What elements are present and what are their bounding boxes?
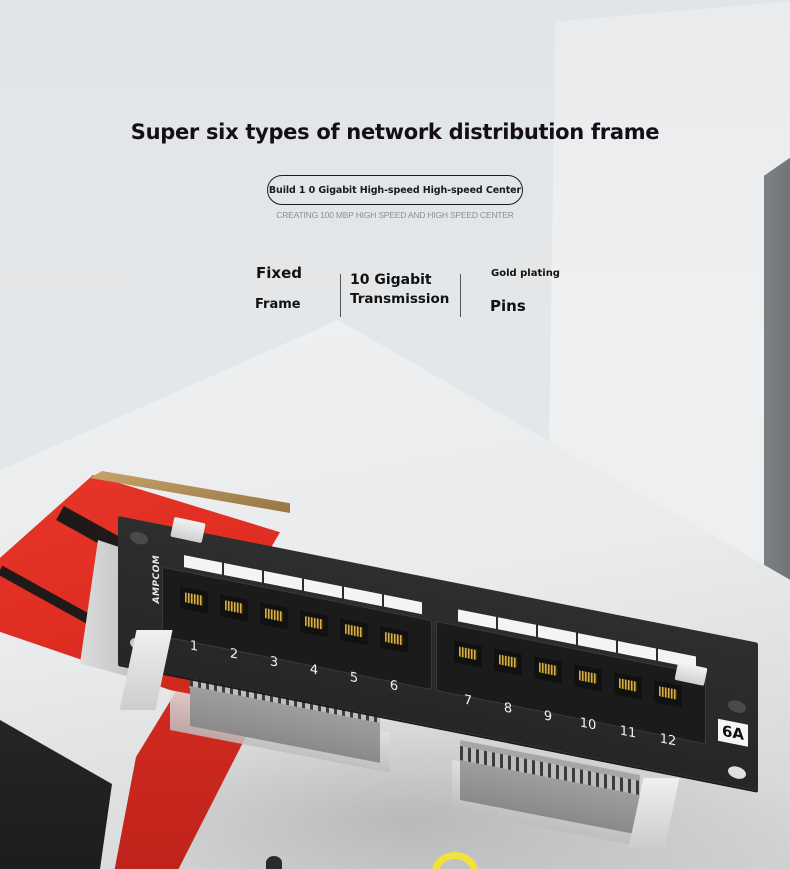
- feature-gold-pins-line1: Gold plating: [491, 268, 560, 279]
- feature-transmission-line2: Transmission: [350, 291, 450, 307]
- feature-transmission-line1: 10 Gigabit: [350, 272, 432, 288]
- page-title: Super six types of network distribution …: [130, 120, 660, 144]
- mount-hole: [728, 764, 746, 781]
- tagline-subcaption: CREATING 100 MBP HIGH SPEED AND HIGH SPE…: [276, 210, 514, 220]
- feature-fixed-frame-line2: Frame: [255, 297, 301, 312]
- feature-list: Fixed Frame 10 Gigabit Transmission Gold…: [240, 260, 580, 322]
- cable-tie-ring: [432, 852, 478, 869]
- brand-logo: AMPCOM: [152, 553, 162, 605]
- feature-divider: [460, 274, 461, 317]
- feature-fixed-frame-line1: Fixed: [256, 264, 302, 282]
- feature-divider: [340, 274, 341, 317]
- category-label: 6A: [718, 718, 748, 747]
- tagline-pill: Build 1 0 Gigabit High-speed High-speed …: [267, 175, 523, 205]
- screw-icon: [266, 856, 282, 869]
- feature-gold-pins-line2: Pins: [490, 297, 526, 315]
- mount-hole: [130, 530, 148, 546]
- patch-panel: AMPCOM: [118, 516, 758, 791]
- mount-hole: [728, 698, 746, 715]
